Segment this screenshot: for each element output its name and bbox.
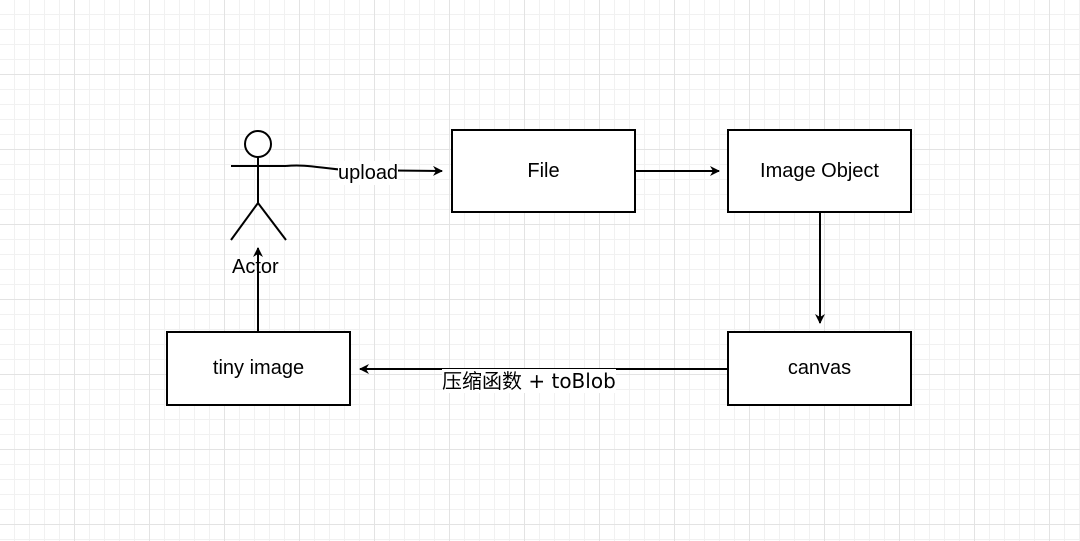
edge-compress-label: 压缩函数 + toBlob xyxy=(442,369,616,393)
node-file[interactable]: File xyxy=(451,129,636,213)
actor-figure[interactable] xyxy=(230,130,287,241)
node-tiny-image-label: tiny image xyxy=(212,357,305,379)
edge-upload-label: upload xyxy=(338,161,399,185)
actor-left-leg xyxy=(230,202,259,241)
node-canvas[interactable]: canvas xyxy=(727,331,912,406)
node-canvas-label: canvas xyxy=(787,357,852,379)
node-file-label: File xyxy=(527,159,560,182)
node-image-object[interactable]: Image Object xyxy=(727,129,912,213)
actor-label: Actor xyxy=(232,256,279,278)
actor-right-leg xyxy=(257,202,287,241)
node-image-object-label: Image Object xyxy=(760,159,879,182)
node-tiny-image[interactable]: tiny image xyxy=(166,331,351,406)
actor-head xyxy=(244,130,272,158)
